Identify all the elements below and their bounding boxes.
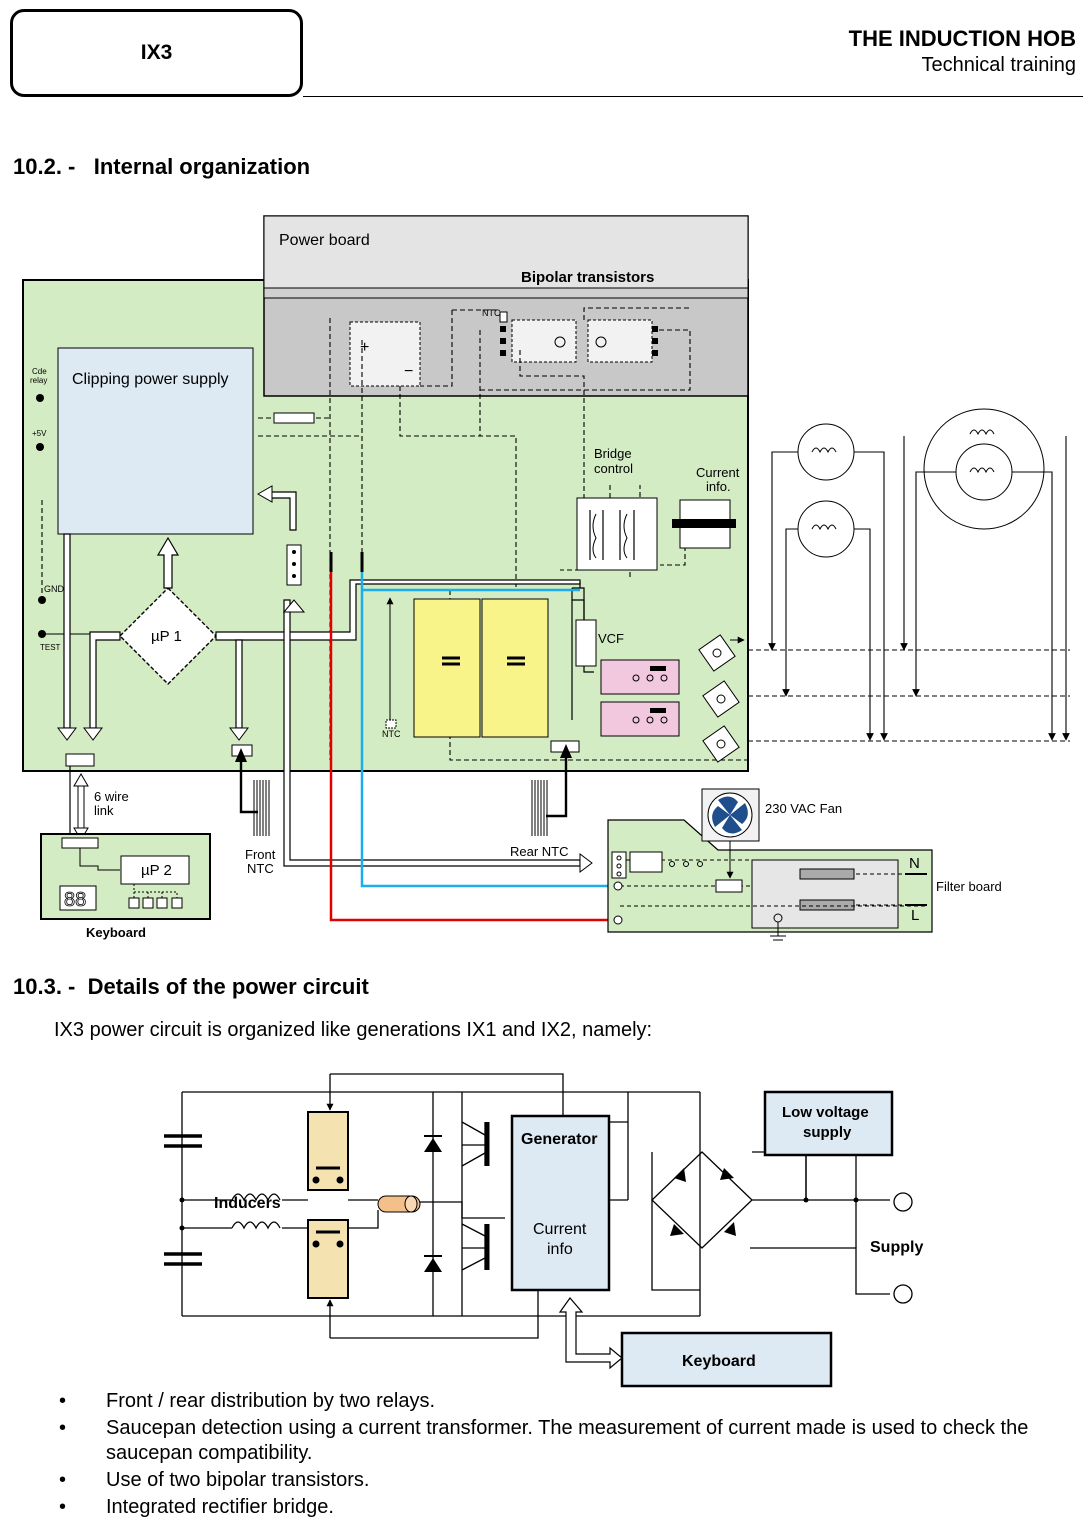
- list-item: Use of two bipolar transistors.: [50, 1468, 1050, 1493]
- inductor-front-left: [797, 500, 855, 558]
- power-circuit-diagram: Inducers Generator Current info Low volt…: [164, 1073, 923, 1388]
- section-title: Internal organization: [93, 154, 311, 179]
- vcf-label: VCF: [598, 631, 624, 646]
- power-board-label: Power board: [279, 232, 370, 249]
- section-number: 10.2. -: [13, 154, 76, 179]
- low-voltage-label-2: supply: [803, 1124, 852, 1141]
- transistor-module-1: [511, 319, 577, 363]
- current-info-label-1: Current: [533, 1221, 587, 1238]
- document-subtitle: Technical training: [921, 54, 1076, 76]
- bridge-control-label-2: control: [594, 461, 633, 476]
- cde-relay-label-1: Cde: [32, 367, 47, 376]
- generator-label: Generator: [521, 1131, 597, 1148]
- list-item: Saucepan detection using a current trans…: [50, 1416, 1050, 1466]
- list-item: Front / rear distribution by two relays.: [50, 1389, 1050, 1414]
- section-heading-internal: 10.2. - Internal organization: [13, 154, 310, 180]
- svg-text:−: −: [404, 363, 413, 380]
- clipping-power-supply: [57, 347, 254, 535]
- relay-rear: [600, 659, 680, 695]
- rear-ntc-label: Rear NTC: [510, 844, 569, 859]
- filter-board-label: Filter board: [936, 879, 1002, 894]
- vcf-block: [575, 619, 597, 667]
- inducers-label: Inducers: [214, 1195, 281, 1212]
- front-ntc-label-1: Front: [245, 847, 276, 862]
- low-voltage-supply: [763, 1090, 894, 1157]
- front-ntc-label-2: NTC: [247, 861, 274, 876]
- plus5v-label: +5V: [32, 429, 47, 438]
- keyboard-label: Keyboard: [682, 1353, 756, 1370]
- test-label: TEST: [40, 643, 61, 652]
- inductor-rear-left: [797, 423, 855, 481]
- low-voltage-label-1: Low voltage: [782, 1104, 869, 1121]
- current-info-label-1: Current: [696, 465, 740, 480]
- feature-list: Front / rear distribution by two relays.…: [50, 1389, 1050, 1522]
- header-rule: [303, 96, 1083, 97]
- six-wire-label-2: link: [94, 803, 114, 818]
- n-label: N: [909, 855, 920, 872]
- ntc-top-label: NTC: [482, 308, 501, 318]
- relay-front: [600, 701, 680, 737]
- list-item: Integrated rectifier bridge.: [50, 1495, 1050, 1520]
- clipping-power-supply-label: Clipping power supply: [72, 371, 229, 388]
- current-info-label-2: info: [547, 1241, 573, 1258]
- supply-label: Supply: [870, 1239, 923, 1256]
- ntc-small-label: NTC: [382, 729, 401, 739]
- section-heading-power: 10.3. - Details of the power circuit: [13, 974, 369, 1000]
- intro-paragraph: IX3 power circuit is organized like gene…: [54, 1019, 653, 1041]
- bipolar-transistors-label: Bipolar transistors: [521, 269, 654, 286]
- up2-label: µP 2: [141, 862, 172, 879]
- microprocessor-2: [120, 855, 190, 885]
- rectifier-bridge: [651, 1151, 753, 1249]
- capacitor-2: [481, 598, 549, 738]
- six-wire-label-1: 6 wire: [94, 789, 129, 804]
- generator-block: [510, 1114, 611, 1292]
- keyboard-block: [620, 1331, 833, 1388]
- model-badge: IX3: [10, 9, 303, 97]
- bridge-control-label-1: Bridge: [594, 446, 632, 461]
- bridge-control-block: [576, 497, 658, 571]
- gnd-label: GND: [44, 584, 65, 594]
- current-info-label-2: info.: [706, 479, 731, 494]
- model-label: IX3: [140, 41, 173, 64]
- capacitor-1: [413, 598, 481, 738]
- inductor-large-inner: [955, 443, 1013, 501]
- up1-label: µP 1: [151, 628, 182, 645]
- document-title: THE INDUCTION HOB: [848, 26, 1076, 51]
- l-label: L: [911, 907, 919, 924]
- microprocessor-1: [119, 587, 217, 685]
- keyboard-label: Keyboard: [86, 925, 146, 940]
- svg-text:+: +: [360, 339, 369, 356]
- section-number: 10.3. -: [13, 974, 76, 999]
- internal-organization-diagram: Power board Bipolar transistors + − NTC …: [22, 215, 1070, 941]
- fan-label: 230 VAC Fan: [765, 801, 842, 816]
- display-digits: 88: [64, 889, 86, 911]
- section-title: Details of the power circuit: [87, 974, 369, 999]
- cde-relay-label-2: relay: [30, 376, 47, 385]
- transistor-module-2: [587, 319, 653, 363]
